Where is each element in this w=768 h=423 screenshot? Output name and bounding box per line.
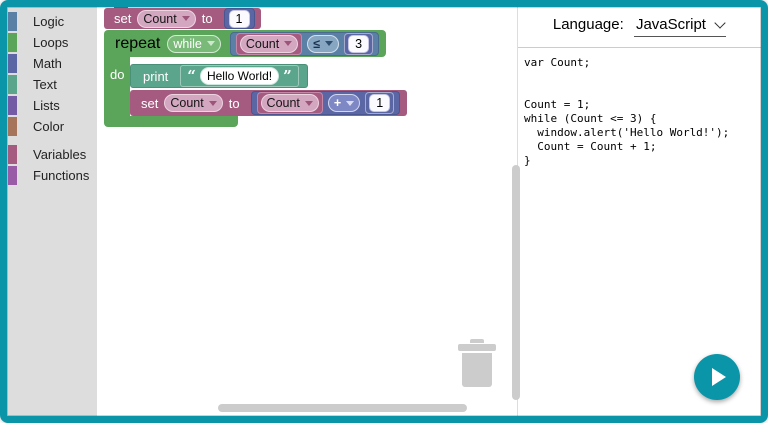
category-color-chip	[8, 54, 17, 73]
category-label: Math	[33, 56, 62, 71]
vertical-scrollbar-thumb[interactable]	[512, 165, 520, 400]
blockly-workspace[interactable]: set Count to 1 repeat while Count	[97, 5, 517, 416]
toolbox-category-logic[interactable]: Logic	[7, 11, 97, 32]
number-field[interactable]: 1	[369, 94, 391, 112]
category-color-chip	[8, 166, 17, 185]
keyword-to: to	[228, 95, 240, 111]
language-label: Language:	[552, 16, 624, 33]
category-label: Color	[33, 119, 65, 134]
loop-mode-dropdown[interactable]: while	[167, 34, 221, 53]
keyword-set: set	[114, 11, 132, 26]
variable-dropdown[interactable]: Count	[260, 94, 319, 112]
toolbox-category-text[interactable]: Text	[7, 74, 97, 95]
toolbox-category-variables[interactable]: Variables	[7, 144, 97, 165]
repeat-statements: print “ Hello World! ” set Count to	[130, 57, 408, 116]
trash-body-icon	[462, 353, 492, 387]
block-text-string[interactable]: “ Hello World! ”	[180, 65, 299, 87]
dropdown-arrow-icon	[346, 100, 355, 106]
close-quote-icon: ”	[283, 67, 292, 85]
block-math-number[interactable]: 1	[365, 92, 395, 114]
block-math-number[interactable]: 1	[223, 8, 255, 29]
keyword-repeat: repeat	[115, 34, 161, 52]
generated-code: var Count; Count = 1; while (Count <= 3)…	[524, 56, 730, 167]
comparison-operator-dropdown[interactable]: ≤	[307, 34, 340, 53]
block-math-number[interactable]: 3	[344, 32, 374, 55]
arithmetic-operator-dropdown[interactable]: +	[327, 94, 361, 112]
block-repeat-while[interactable]: repeat while Count ≤ 3	[104, 30, 408, 127]
chevron-down-icon	[714, 17, 726, 29]
category-label: Text	[33, 77, 57, 92]
open-quote-icon: “	[187, 67, 196, 85]
block-set-variable-increment[interactable]: set Count to Count	[130, 90, 408, 116]
category-label: Functions	[33, 168, 90, 183]
toolbox-category-math[interactable]: Math	[7, 53, 97, 74]
toolbox-category-lists[interactable]: Lists	[7, 95, 97, 116]
toolbox-sidebar: Logic Loops Math Text Lists Color Variab…	[7, 7, 97, 416]
repeat-do-spine: do	[104, 57, 130, 116]
block-print[interactable]: print “ Hello World! ”	[130, 64, 308, 88]
category-color-chip	[8, 12, 17, 31]
category-color-chip	[8, 145, 17, 164]
keyword-print: print	[143, 68, 169, 84]
comparison-operator: ≤	[313, 36, 321, 51]
category-label: Logic	[33, 14, 65, 29]
variable-dropdown[interactable]: Count	[137, 9, 196, 28]
code-panel: Language: JavaScript var Count; Count = …	[517, 7, 761, 416]
block-variable-get[interactable]: Count	[235, 32, 303, 55]
number-field[interactable]: 3	[348, 34, 370, 53]
variable-dropdown[interactable]: Count	[164, 94, 223, 112]
code-panel-divider	[518, 47, 761, 48]
language-select[interactable]: JavaScript	[633, 16, 727, 37]
variable-name: Count	[143, 11, 177, 26]
variable-dropdown[interactable]: Count	[239, 34, 299, 53]
number-field[interactable]: 1	[228, 9, 250, 28]
repeat-body: do print “ Hello World! ” set Count	[104, 57, 408, 116]
horizontal-scrollbar-thumb[interactable]	[218, 404, 467, 412]
language-row: Language: JavaScript	[518, 16, 761, 37]
keyword-to: to	[201, 11, 213, 26]
block-variable-get[interactable]: Count	[256, 92, 323, 114]
toolbox-category-loops[interactable]: Loops	[7, 32, 97, 53]
string-field[interactable]: Hello World!	[199, 67, 280, 85]
language-selected-value: JavaScript	[635, 16, 706, 33]
dropdown-arrow-icon	[208, 100, 217, 106]
category-label: Loops	[33, 35, 69, 50]
loop-mode: while	[173, 36, 202, 51]
category-color-chip	[8, 33, 17, 52]
variable-name: Count	[245, 36, 280, 51]
run-button[interactable]	[694, 354, 740, 400]
repeat-header[interactable]: repeat while Count ≤ 3	[104, 30, 387, 57]
block-logic-compare[interactable]: Count ≤ 3	[229, 31, 380, 56]
category-color-chip	[8, 96, 17, 115]
block-set-variable[interactable]: set Count to 1	[104, 5, 261, 29]
keyword-set: set	[141, 95, 159, 111]
arithmetic-operator: +	[333, 96, 342, 110]
toolbox-category-functions[interactable]: Functions	[7, 165, 97, 186]
dropdown-arrow-icon	[181, 16, 190, 21]
category-label: Variables	[33, 147, 87, 162]
block-math-arithmetic[interactable]: Count + 1	[250, 91, 401, 115]
trash-lid-icon	[458, 344, 496, 351]
variable-name: Count	[266, 96, 300, 110]
variable-name: Count	[170, 96, 204, 110]
dropdown-arrow-icon	[206, 41, 215, 46]
play-icon	[712, 368, 726, 386]
category-color-chip	[8, 117, 17, 136]
dropdown-arrow-icon	[304, 100, 313, 106]
toolbox-category-color[interactable]: Color	[7, 116, 97, 137]
trash-handle-icon	[470, 339, 484, 343]
repeat-footer	[104, 116, 238, 127]
dropdown-arrow-icon	[325, 41, 334, 46]
category-label: Lists	[33, 98, 60, 113]
trash-can[interactable]	[458, 339, 496, 387]
category-color-chip	[8, 75, 17, 94]
keyword-do: do	[110, 67, 125, 82]
dropdown-arrow-icon	[284, 41, 293, 46]
